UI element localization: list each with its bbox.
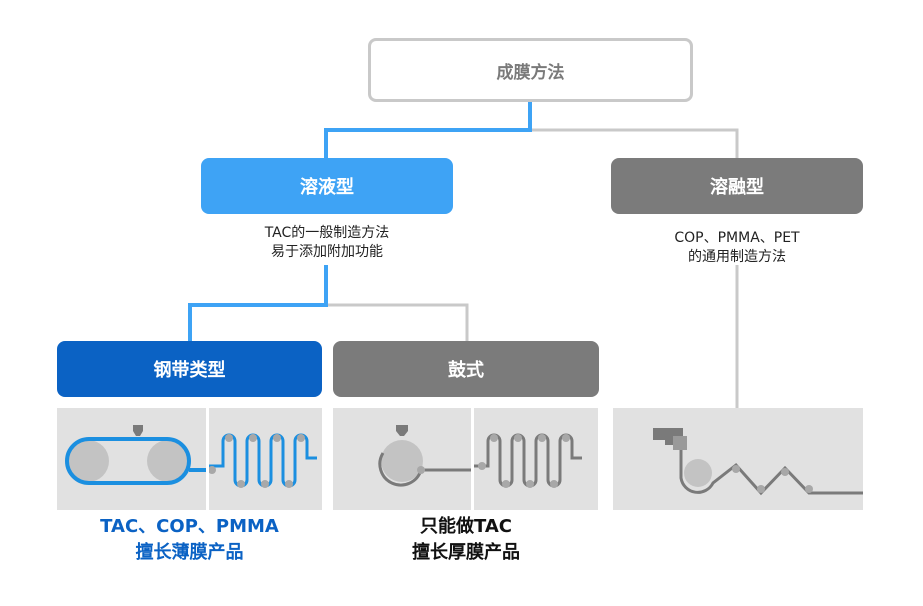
steel-belt-drying-illustration [208, 408, 322, 510]
steel-belt-casting-illustration [57, 408, 206, 510]
drum-casting-illustration [333, 408, 471, 510]
connector-root-to-melt [528, 102, 739, 158]
solution-type-description: TAC的一般制造方法 易于添加附加功能 [201, 224, 453, 262]
root-node-label: 成膜方法 [496, 62, 565, 83]
drum-drying-rollers-icon [474, 433, 582, 488]
drum-roller-icon [378, 425, 471, 487]
solution-desc-line-1: TAC的一般制造方法 [264, 225, 390, 241]
steel-belt-drying-rollers-icon [208, 433, 317, 488]
steel-belt-caption: TAC、COP、PMMA 擅长薄膜产品 [57, 514, 322, 566]
steel-belt-loop-icon [65, 425, 206, 485]
solution-type-label: 溶液型 [300, 177, 354, 198]
connector-solution-to-drum [324, 265, 469, 341]
drum-caption: 只能做TAC 擅长厚膜产品 [333, 514, 599, 566]
drum-caption-line-2: 擅长厚膜产品 [412, 542, 520, 563]
melt-extruder-icon [653, 428, 863, 496]
connector-solution-to-steel-belt [188, 265, 328, 341]
melt-type-label: 溶融型 [710, 177, 764, 198]
steel-belt-node: 钢带类型 [57, 341, 322, 397]
drum-drying-illustration [474, 408, 598, 510]
melt-extrusion-illustration [613, 408, 863, 510]
solution-desc-line-2: 易于添加附加功能 [271, 244, 383, 260]
melt-type-description: COP、PMMA、PET 的通用制造方法 [611, 229, 863, 267]
steel-belt-label: 钢带类型 [153, 360, 226, 381]
melt-type-node: 溶融型 [611, 158, 863, 214]
root-node-film-forming-method: 成膜方法 [368, 38, 693, 102]
drum-node: 鼓式 [333, 341, 599, 397]
melt-desc-line-1: COP、PMMA、PET [674, 230, 800, 246]
melt-desc-line-2: 的通用制造方法 [688, 249, 786, 265]
solution-type-node: 溶液型 [201, 158, 453, 214]
steel-belt-caption-line-2: 擅长薄膜产品 [135, 542, 244, 563]
drum-label: 鼓式 [448, 360, 484, 381]
steel-belt-caption-line-1: TAC、COP、PMMA [100, 516, 279, 537]
connector-root-to-solution [324, 102, 532, 158]
drum-caption-line-1: 只能做TAC [419, 516, 513, 537]
